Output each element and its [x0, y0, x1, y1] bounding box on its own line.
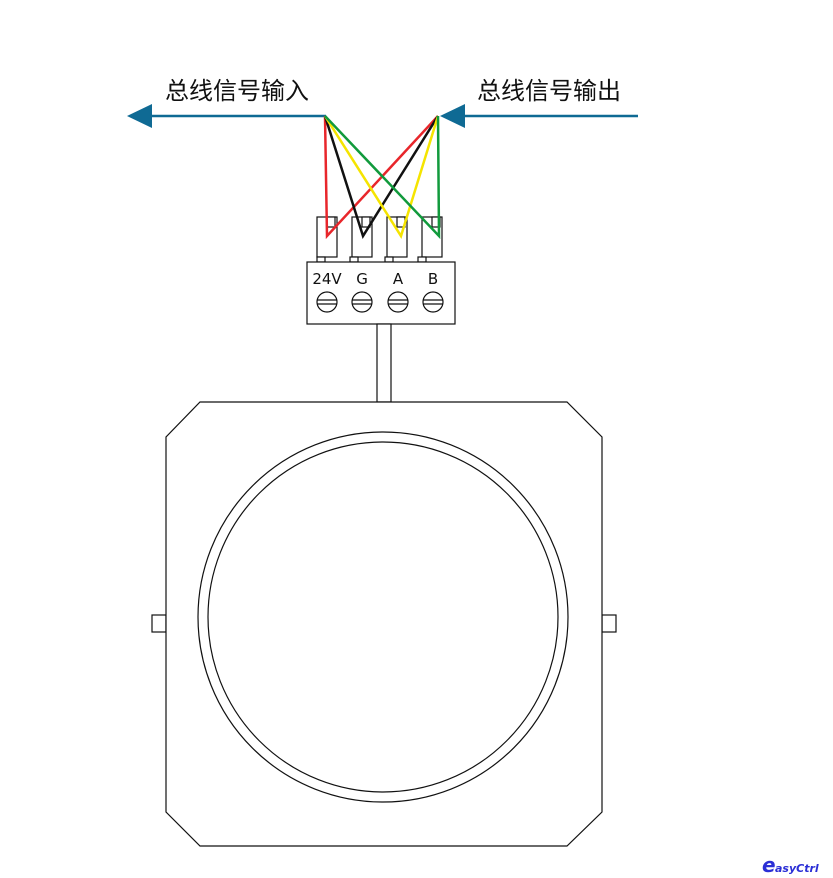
cable-stem	[376, 323, 392, 403]
wire-b	[324, 115, 441, 240]
terminal-label-24v: 24V	[312, 270, 342, 288]
terminal-label-b: B	[428, 270, 438, 288]
wires	[323, 115, 441, 240]
terminal-screws	[316, 291, 444, 313]
terminal-label-a: A	[393, 270, 404, 288]
bus-input-label: 总线信号输入	[165, 77, 309, 105]
wire-24v	[323, 115, 439, 240]
svg-text:e: e	[762, 853, 776, 877]
bus-output-label: 总线信号输出	[477, 77, 621, 105]
device-ring-inner	[207, 441, 559, 793]
terminal-plugs	[316, 216, 443, 263]
bus-output-arrow	[440, 104, 638, 128]
device-body	[151, 401, 617, 847]
terminal-label-g: G	[356, 270, 368, 288]
easyctrl-logo: e asyCtrl	[762, 853, 819, 877]
wire-g	[323, 115, 440, 239]
svg-text:asyCtrl: asyCtrl	[775, 862, 819, 875]
wire-a	[323, 115, 440, 239]
bus-input-arrow	[127, 104, 326, 128]
